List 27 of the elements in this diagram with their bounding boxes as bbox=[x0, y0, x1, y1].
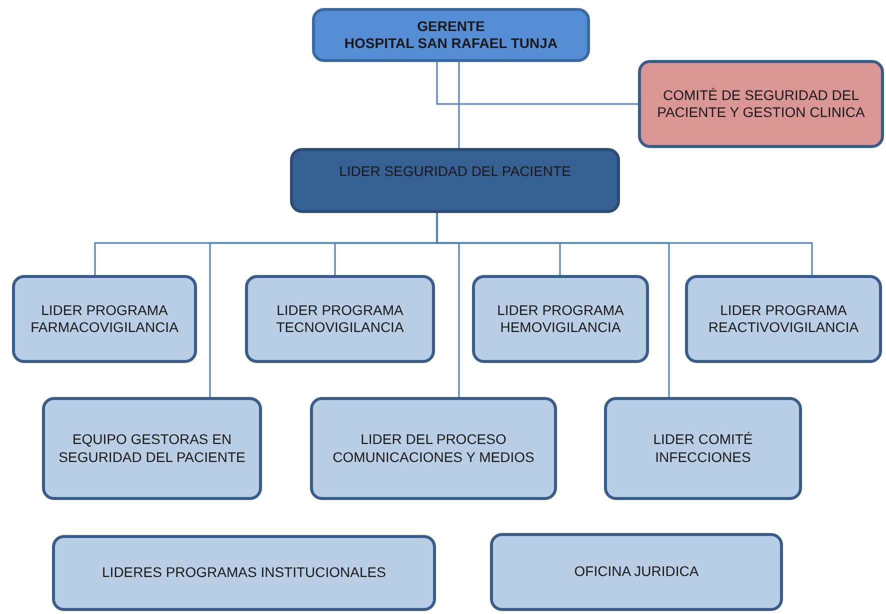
org-box bbox=[685, 275, 882, 363]
box-label: LIDERES PROGRAMAS INSTITUCIONALES bbox=[102, 564, 386, 582]
org-box bbox=[310, 397, 557, 500]
box-label: LIDER COMITÉ INFECCIONES bbox=[652, 431, 754, 466]
org-box bbox=[290, 148, 620, 213]
org-box bbox=[638, 60, 884, 148]
box-label: LIDER PROGRAMA FARMACOVIGILANCIA bbox=[30, 302, 180, 336]
box-label: LIDER PROGRAMA TECNOVIGILANCIA bbox=[275, 302, 405, 336]
connector-line bbox=[458, 62, 460, 148]
box-label: GERENTE bbox=[417, 18, 485, 35]
org-box bbox=[604, 397, 802, 500]
box-label: LIDER PROGRAMA HEMOVIGILANCIA bbox=[496, 302, 625, 336]
org-box bbox=[42, 397, 262, 500]
box-label: LIDER PROGRAMA REACTIVOVIGILANCIA bbox=[707, 302, 860, 336]
org-box bbox=[490, 533, 783, 611]
org-box bbox=[312, 8, 590, 62]
org-box bbox=[245, 275, 435, 363]
box-label: HOSPITAL SAN RAFAEL TUNJA bbox=[344, 35, 558, 52]
box-label: COMITÉ DE SEGURIDAD DEL PACIENTE Y GESTION CLINICA bbox=[656, 86, 866, 122]
org-box bbox=[52, 535, 436, 611]
org-box bbox=[12, 275, 197, 363]
org-box bbox=[472, 275, 649, 363]
box-label: EQUIPO GESTORAS EN SEGURIDAD DEL PACIENTE bbox=[58, 431, 246, 466]
connector-line bbox=[436, 62, 638, 105]
box-label: LIDER DEL PROCESO COMUNICACIONES Y MEDIOS bbox=[332, 431, 536, 466]
box-label: OFICINA JURIDICA bbox=[574, 563, 699, 581]
box-label: LIDER SEGURIDAD DEL PACIENTE bbox=[339, 163, 571, 180]
